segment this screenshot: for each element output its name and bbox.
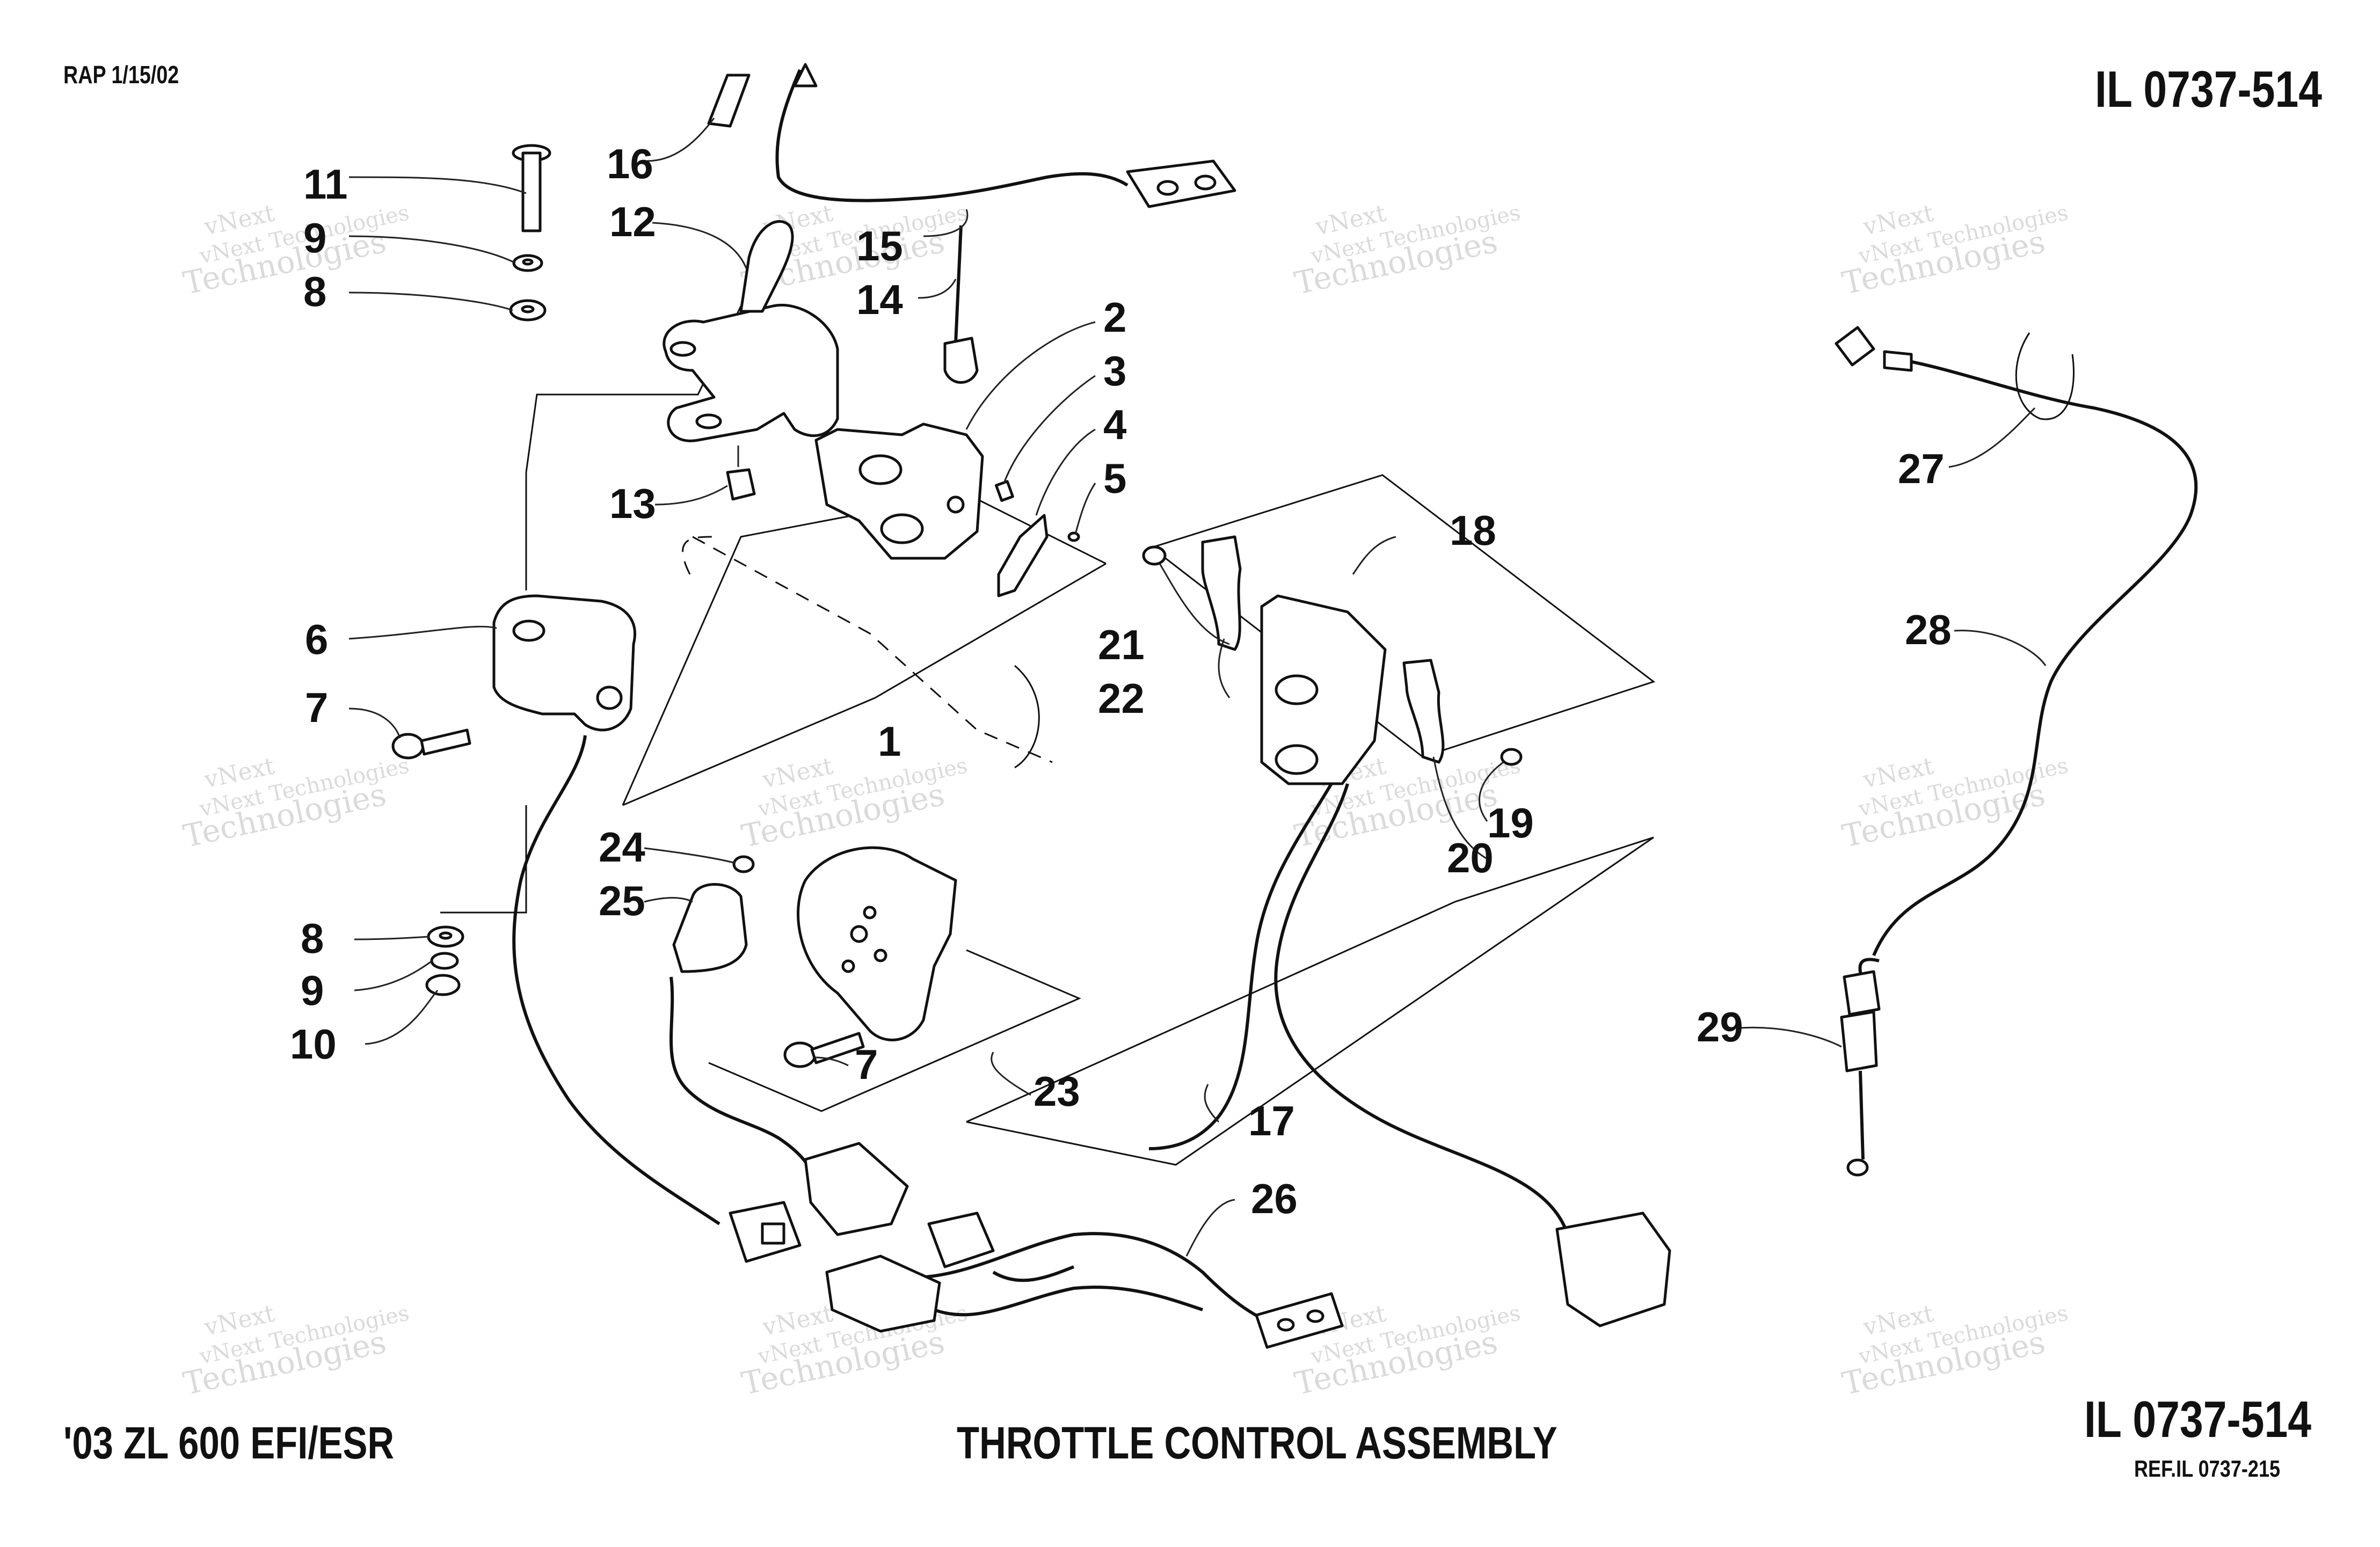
connector-left-4 bbox=[927, 1212, 995, 1268]
screw-part-19 bbox=[1500, 748, 1523, 766]
callout-11: 11 bbox=[303, 160, 347, 208]
assembly-outlines bbox=[440, 300, 1656, 1166]
leader-lines bbox=[348, 118, 2047, 1257]
pin-part-14 bbox=[943, 225, 979, 384]
callout-20: 20 bbox=[1447, 834, 1494, 881]
callout-16: 16 bbox=[607, 140, 653, 187]
callout-14: 14 bbox=[856, 276, 903, 323]
screw-part-24 bbox=[732, 855, 755, 873]
washer-part-9-bottom bbox=[430, 952, 459, 970]
washer-part-8-top bbox=[509, 299, 547, 322]
cover-part-23 bbox=[797, 846, 957, 1041]
spring-part-3 bbox=[994, 480, 1014, 502]
washer-part-8-bottom bbox=[427, 925, 464, 948]
callout-28: 28 bbox=[1905, 606, 1952, 653]
connector-left-3 bbox=[825, 1254, 941, 1333]
callout-29: 29 bbox=[1697, 1003, 1743, 1050]
callout-23: 23 bbox=[1033, 1068, 1080, 1115]
connector-26-main bbox=[1255, 1292, 1344, 1349]
callout-6: 6 bbox=[305, 616, 328, 663]
callout-17: 17 bbox=[1248, 1097, 1295, 1144]
callout-7-left: 7 bbox=[305, 684, 328, 731]
callout-25: 25 bbox=[599, 877, 645, 924]
revision-stamp: RAP 1/15/02 bbox=[63, 61, 179, 89]
callout-19: 19 bbox=[1487, 799, 1534, 847]
callout-13: 13 bbox=[609, 480, 656, 527]
diagram-title: THROTTLE CONTROL ASSEMBLY bbox=[957, 1418, 1557, 1468]
callout-9-top: 9 bbox=[303, 214, 326, 261]
nut-part-10 bbox=[425, 974, 461, 996]
screw-part-5 bbox=[1067, 531, 1080, 542]
connector-left-2 bbox=[804, 1142, 909, 1236]
callout-15: 15 bbox=[856, 222, 903, 269]
callout-7-lower: 7 bbox=[855, 1041, 878, 1088]
illustration-number-bottom: IL 0737-514 bbox=[2084, 1391, 2312, 1448]
lever-housing-part-18 bbox=[1260, 594, 1387, 785]
screw-part-21 bbox=[1142, 545, 1167, 566]
lever-part-20 bbox=[1402, 659, 1445, 764]
harness-wires bbox=[512, 735, 1569, 1327]
callout-9-bottom: 9 bbox=[301, 967, 324, 1014]
screw-part-7-left bbox=[391, 728, 471, 760]
model-name: '03 ZL 600 EFI/ESR bbox=[63, 1418, 395, 1468]
clamp-part-12 bbox=[663, 220, 839, 442]
callout-labels: 1 2 3 4 5 6 7 7 8 8 9 9 10 11 12 13 14 1… bbox=[290, 140, 1952, 1222]
plate-part-4 bbox=[997, 514, 1049, 597]
washer-part-9-top bbox=[512, 254, 543, 272]
switch-part-2 bbox=[814, 422, 984, 560]
illustration-number-top: IL 0737-514 bbox=[2095, 61, 2323, 118]
tag-part-16 bbox=[707, 74, 751, 128]
reference-number: REF.IL 0737-215 bbox=[2134, 1456, 2281, 1482]
callout-3: 3 bbox=[1103, 347, 1126, 395]
callout-8-top: 8 bbox=[303, 268, 326, 315]
callout-27: 27 bbox=[1898, 445, 1945, 492]
callout-26: 26 bbox=[1251, 1175, 1298, 1222]
callout-8-bottom: 8 bbox=[301, 915, 324, 962]
clip-part-13 bbox=[726, 446, 756, 501]
callout-24: 24 bbox=[599, 823, 645, 871]
cap-part-25 bbox=[672, 883, 748, 973]
lever-part-22 bbox=[1201, 535, 1242, 651]
throttle-cable-part-28 bbox=[1835, 326, 2198, 1177]
callout-10: 10 bbox=[290, 1020, 337, 1068]
callout-22: 22 bbox=[1098, 675, 1145, 722]
connector-left-1 bbox=[729, 1201, 802, 1263]
screw-part-7-lower bbox=[783, 1032, 865, 1068]
callout-5: 5 bbox=[1103, 455, 1126, 502]
bolt-part-11 bbox=[512, 144, 551, 232]
connector-right bbox=[1555, 1212, 1671, 1327]
housing-part-6 bbox=[492, 594, 636, 732]
callout-21: 21 bbox=[1098, 621, 1145, 668]
callout-4: 4 bbox=[1103, 401, 1126, 448]
callout-2: 2 bbox=[1103, 294, 1126, 341]
callout-18: 18 bbox=[1450, 507, 1496, 554]
callout-1: 1 bbox=[878, 718, 901, 765]
tether-wire-part-15 bbox=[775, 63, 1236, 208]
callout-12: 12 bbox=[609, 198, 656, 245]
